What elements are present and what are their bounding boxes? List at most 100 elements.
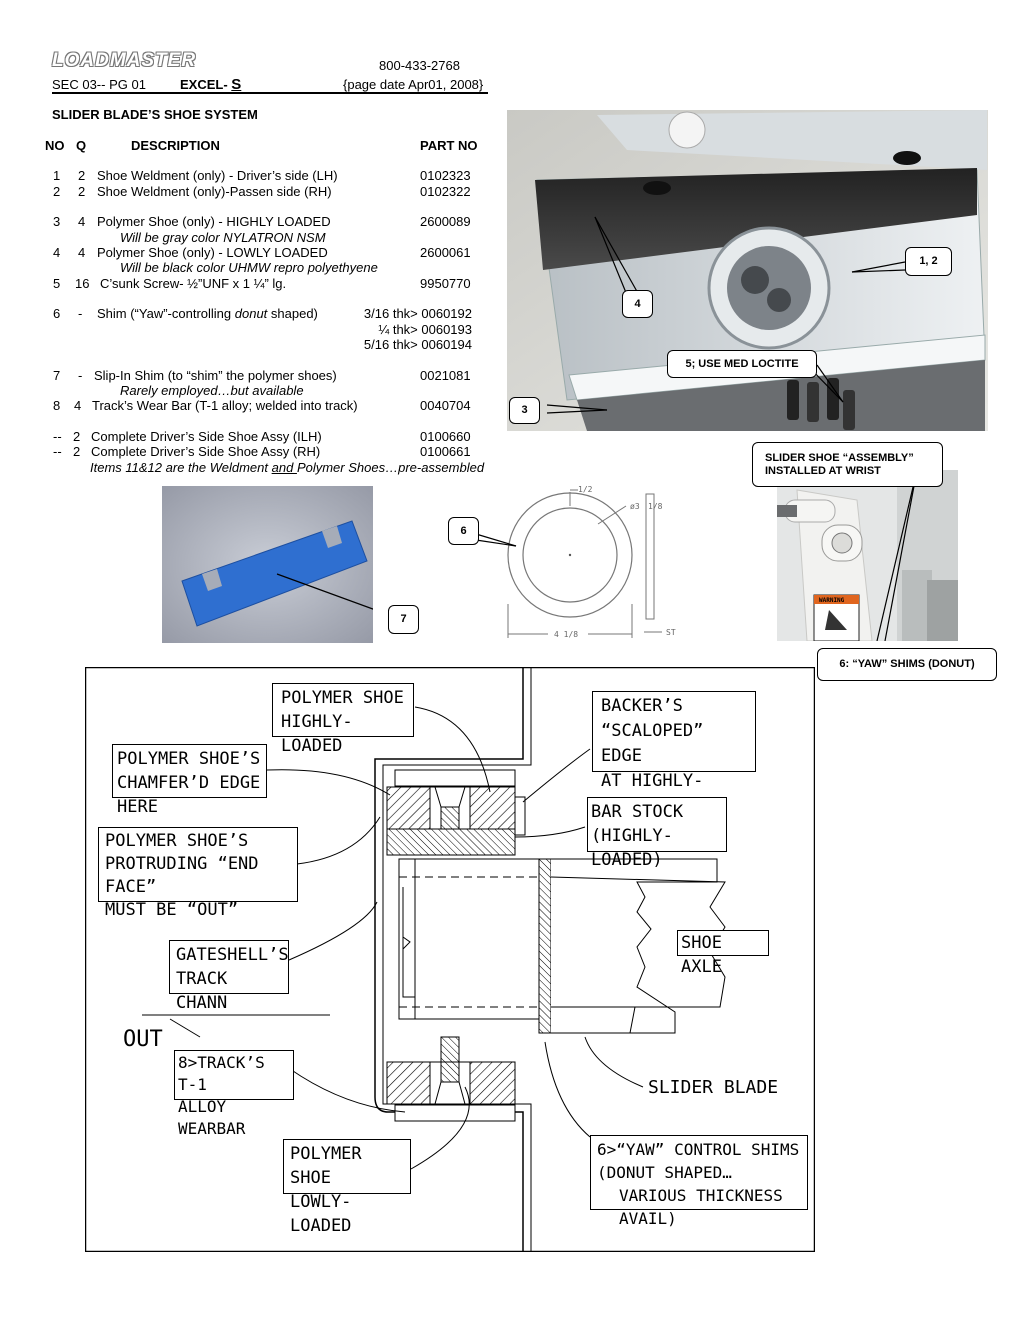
label-polymer-shoe-low-line2: LOWLY-LOADED [290, 1192, 352, 1236]
row5-q: 16 [75, 276, 90, 291]
donut-side-dim: 1/8 [648, 502, 663, 511]
label-backer-scaloped: BACKER’S “SCALOPED” EDGE AT HIGHLY-LOADE… [592, 691, 756, 816]
callout-5-loctite: 5; USE MED LOCTITE [667, 350, 817, 378]
row9-desc: Complete Driver’s Side Shoe Assy (ILH) [91, 429, 322, 444]
row7-note: Rarely employed…but available [120, 383, 304, 398]
header-rule [52, 92, 488, 94]
row9-no: -- [53, 429, 62, 444]
donut-top-dim: 1/2 [578, 485, 593, 494]
donut-width-dim: 4 1/8 [554, 630, 578, 639]
row5-desc: C’sunk Screw- ½”UNF x 1 ¼” lg. [100, 276, 287, 291]
label-polymer-shoe-high-line2: HIGHLY-LOADED [281, 712, 353, 756]
label-gateshell-track: GATESHELL’S TRACK CHANN [169, 940, 289, 1013]
donut-st-dim: ST [666, 628, 676, 637]
section-page: SEC 03-- PG 01 [52, 77, 146, 92]
row4-note: Will be black color UHMW repro polyethye… [120, 260, 378, 275]
row6-thk-1: 3/16 thk> 0060192 [363, 306, 472, 321]
label-yaw-line1: 6>“YAW” CONTROL SHIMS [597, 1140, 800, 1159]
callout-1-2: 1, 2 [905, 247, 952, 276]
loadmaster-logo: LOADMASTER [52, 50, 197, 71]
assembly-photo-art: WARNING [777, 470, 958, 641]
callout-3: 3 [509, 397, 540, 424]
col-desc-header: DESCRIPTION [131, 138, 220, 153]
callout-yaw-shims: 6: “YAW” SHIMS (DONUT) [817, 648, 997, 681]
footnote-underlined: and [271, 460, 297, 475]
label-protruding-line2: PROTRUDING “END FACE” [105, 854, 259, 897]
excel-prefix: EXCEL- [180, 77, 228, 92]
row3-note: Will be gray color NYLATRON NSM [120, 230, 326, 245]
row10-q: 2 [73, 444, 81, 459]
row6-thk-3: 5/16 thk> 0060194 [363, 337, 472, 352]
assembly-wrist-photo: WARNING [777, 470, 958, 641]
warning-label: WARNING [819, 597, 845, 604]
row1-part: 0102323 [420, 168, 471, 183]
label-polymer-shoe-high-line1: POLYMER SHOE [281, 688, 404, 708]
row7-desc: Slip-In Shim (to “shim” the polymer shoe… [94, 368, 337, 383]
footnote-pre: Items 11&12 are the Weldment [90, 460, 272, 475]
label-polymer-shoe-low-line1: POLYMER SHOE [290, 1144, 362, 1188]
row6-desc-post: shaped) [267, 306, 318, 321]
row2-q: 2 [78, 184, 86, 199]
excel-letter: S [231, 76, 242, 93]
label-chamfered-edge-line1: POLYMER SHOE’S [117, 749, 261, 769]
label-wearbar-line2: ALLOY WEARBAR [178, 1097, 246, 1138]
label-gateshell-line1: GATESHELL’S [176, 945, 289, 965]
label-bar-stock: BAR STOCK (HIGHLY-LOADED) [587, 797, 727, 870]
label-protruding-line3: MUST BE “OUT” [105, 900, 239, 920]
row6-q: - [78, 306, 83, 321]
row2-desc: Shoe Weldment (only)-Passen side (RH) [97, 184, 332, 199]
row4-no: 4 [53, 245, 61, 260]
label-polymer-shoe-low: POLYMER SHOE LOWLY-LOADED [283, 1139, 411, 1236]
assembly-footnote: Items 11&12 are the Weldment and Polymer… [90, 460, 484, 475]
row2-no: 2 [53, 184, 61, 199]
label-out: OUT [123, 1027, 163, 1052]
row1-no: 1 [53, 168, 61, 183]
col-part-header: PART NO [420, 138, 478, 153]
row3-no: 3 [53, 214, 61, 229]
label-chamfered-edge: POLYMER SHOE’S CHAMFER’D EDGE HERE [112, 744, 267, 817]
callout-assembly-installed: SLIDER SHOE “ASSEMBLY” INSTALLED AT WRIS… [752, 442, 943, 487]
label-protruding-end-face: POLYMER SHOE’S PROTRUDING “END FACE” MUS… [98, 827, 298, 920]
row5-part: 9950770 [420, 276, 471, 291]
cross-section-diagram: POLYMER SHOE HIGHLY-LOADED POLYMER SHOE’… [84, 666, 816, 1253]
donut-dia-dim: ø3 [630, 502, 640, 511]
cross-section-art [84, 666, 816, 1253]
row8-no: 8 [53, 398, 61, 413]
row3-desc: Polymer Shoe (only) - HIGHLY LOADED [97, 214, 331, 229]
label-yaw-line2: (DONUT SHAPED… [597, 1163, 732, 1182]
phone-number: 800-433-2768 [379, 58, 460, 73]
callout-4: 4 [622, 290, 653, 318]
callout-7: 7 [388, 605, 419, 634]
row6-no: 6 [53, 306, 61, 321]
label-protruding-line1: POLYMER SHOE’S [105, 831, 249, 851]
label-t1-wearbar: 8>TRACK’S T-1 ALLOY WEARBAR [174, 1050, 294, 1138]
donut-shim-drawing: 1/2 ø3 1/8 4 1/8 ST [448, 484, 698, 644]
row10-part: 0100661 [420, 444, 471, 459]
row5-no: 5 [53, 276, 61, 291]
callout-6: 6 [448, 517, 479, 545]
col-q-header: Q [76, 138, 87, 153]
row8-q: 4 [74, 398, 82, 413]
row9-part: 0100660 [420, 429, 471, 444]
excel-label: EXCEL- S [180, 77, 241, 92]
row6-desc: Shim (“Yaw”-controlling donut shaped) [97, 306, 318, 321]
col-no-header: NO [45, 138, 65, 153]
label-bar-stock-line2: (HIGHLY-LOADED) [591, 826, 673, 870]
row6-desc-pre: Shim (“Yaw”-controlling [97, 306, 235, 321]
label-backer-line2: “SCALOPED” EDGE [601, 721, 704, 766]
row9-q: 2 [73, 429, 81, 444]
label-bar-stock-line1: BAR STOCK [591, 802, 684, 822]
label-shoe-axle: SHOE AXLE [677, 930, 769, 977]
row3-part: 2600089 [420, 214, 471, 229]
row7-no: 7 [53, 368, 61, 383]
row6-thk-2: ¼ thk> 0060193 [378, 322, 472, 337]
label-yaw-shims: 6>“YAW” CONTROL SHIMS (DONUT SHAPED… VAR… [590, 1135, 808, 1228]
row7-part: 0021081 [420, 368, 471, 383]
label-yaw-line3: VARIOUS THICKNESS AVAIL) [619, 1186, 783, 1228]
slip-in-shim-photo [162, 486, 373, 643]
row6-desc-ital: donut [234, 306, 268, 321]
row1-desc: Shoe Weldment (only) - Driver’s side (LH… [97, 168, 338, 183]
page-date: {page date Apr01, 2008} [343, 77, 484, 92]
page-title: SLIDER BLADE’S SHOE SYSTEM [52, 107, 258, 122]
row3-q: 4 [78, 214, 86, 229]
